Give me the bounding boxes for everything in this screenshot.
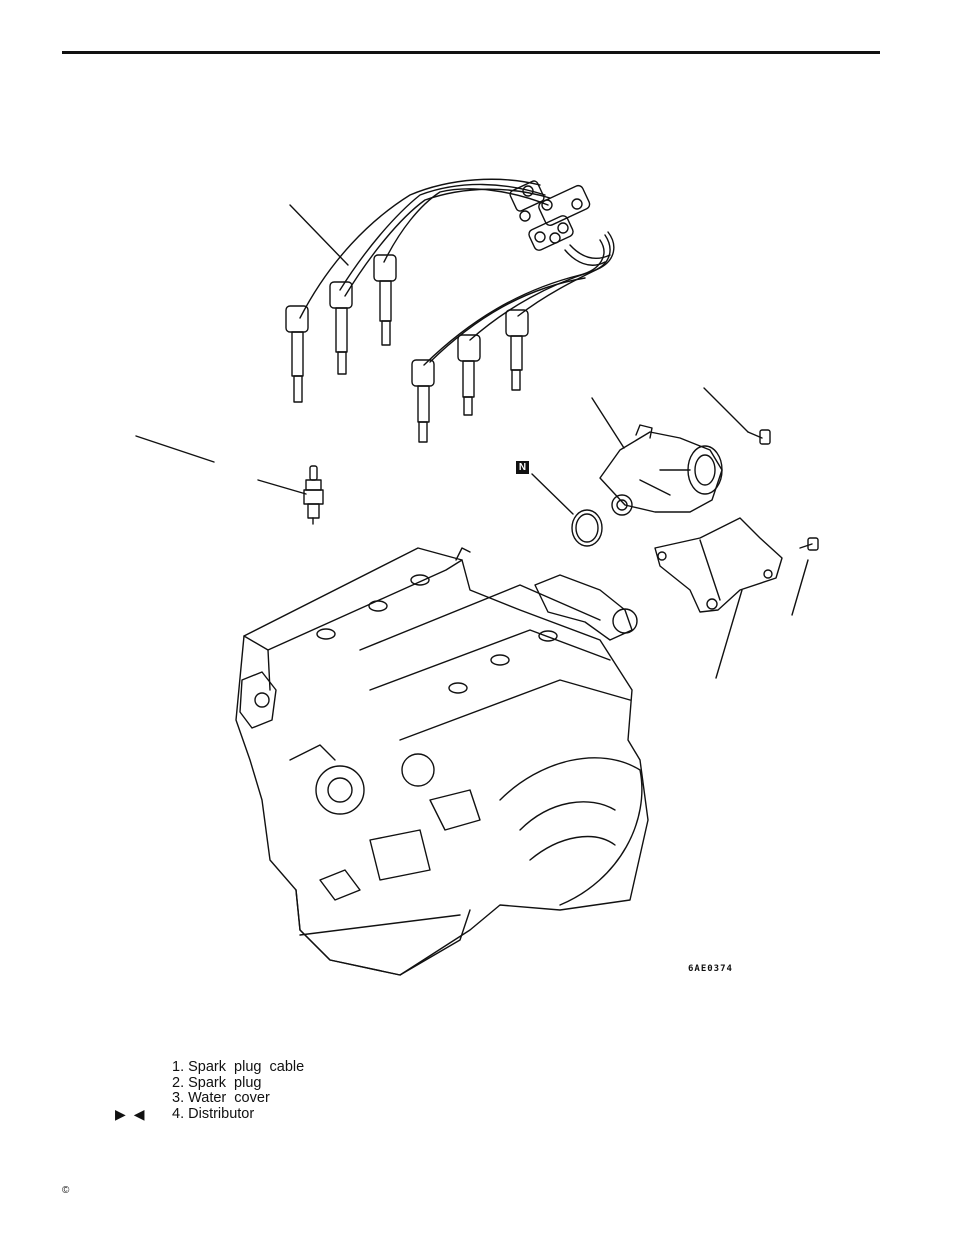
exploded-view-illustration: [135, 178, 819, 976]
parts-legend: 1. Spark plug cable 2. Spark plug 3. Wat…: [172, 1059, 305, 1122]
spark-plug-cable-set: [285, 178, 615, 443]
leader-line-cable: [289, 204, 349, 266]
plug-boot-3: [373, 254, 397, 346]
engine-block: [235, 547, 649, 976]
plug-boot-2: [329, 281, 353, 375]
water-cover: [654, 517, 783, 613]
figure-code: 6AE0374: [688, 964, 733, 974]
bolt: [747, 429, 771, 445]
plug-boot-6: [505, 309, 529, 391]
plug-boot-1: [285, 305, 309, 403]
leader-line-screw: [791, 559, 809, 616]
leader-line-plug-upper: [135, 435, 215, 463]
leader-line-water-cover: [715, 589, 743, 679]
plug-boot-4: [411, 359, 435, 443]
legend-item-water-cover: 3. Water cover: [172, 1090, 270, 1107]
copyright-mark: ©: [62, 1185, 70, 1196]
installation-arrow-marks: ▶◀: [115, 1106, 153, 1122]
leader-line-plug: [257, 479, 307, 495]
legend-item-spark-plug: 2. Spark plug: [172, 1074, 262, 1091]
header-rule: [62, 51, 880, 54]
leader-line-distributor: [591, 397, 625, 449]
legend-item-distributor: 4. Distributor: [172, 1105, 255, 1122]
o-ring: [571, 509, 603, 547]
distributor: [599, 424, 723, 516]
legend-item-spark-plug-cable: 1. Spark plug cable: [172, 1059, 305, 1075]
leader-line-o-ring: [531, 473, 574, 515]
new-part-marker: N: [516, 461, 529, 474]
leader-line-bolt: [703, 387, 749, 433]
screw: [799, 537, 819, 551]
plug-boot-5: [457, 334, 481, 416]
spark-plug: [303, 465, 324, 525]
